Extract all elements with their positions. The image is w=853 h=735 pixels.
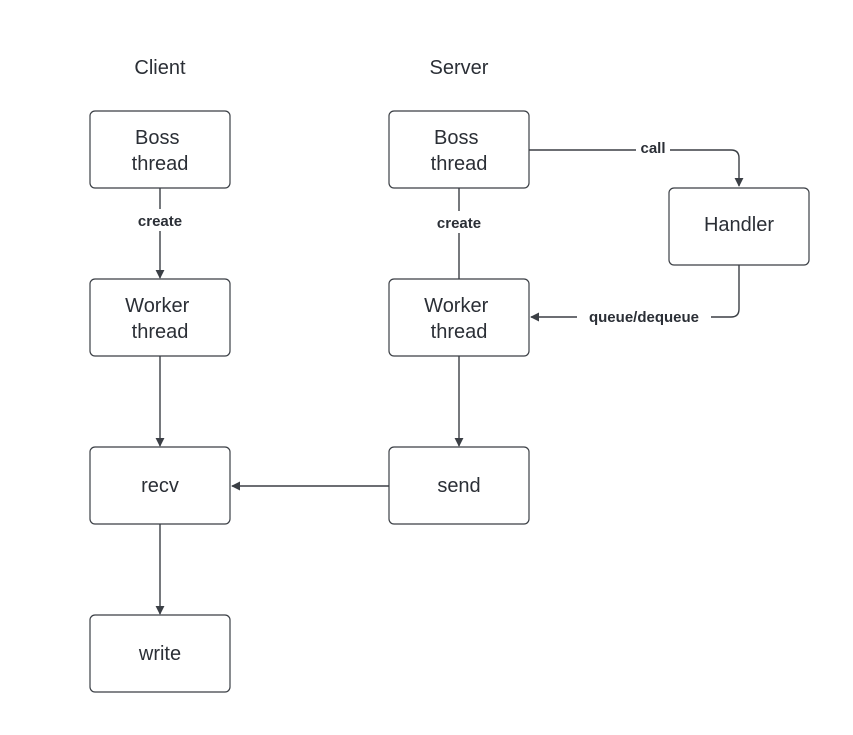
node-client-recv: recv [89, 446, 231, 525]
node-server-boss-line1: Boss [434, 127, 478, 149]
client-heading: Client [134, 57, 186, 79]
node-client-worker-line2: thread [132, 321, 189, 343]
svg-text:Boss thread: Boss thread [431, 127, 488, 175]
node-handler-line1: Handler [704, 214, 774, 236]
server-heading: Server [430, 57, 489, 79]
svg-text:Boss thread: Boss thread [132, 127, 189, 175]
node-client-write-line1: write [138, 643, 181, 665]
node-server-worker: Worker thread [388, 278, 530, 357]
node-client-boss-line1: Boss [135, 127, 179, 149]
node-client-recv-line1: recv [141, 475, 179, 497]
node-client-boss: Boss thread [89, 110, 231, 189]
node-client-boss-line2: thread [132, 153, 189, 175]
node-client-worker-line1: Worker [125, 295, 189, 317]
svg-text:Worker thread: Worker thread [424, 295, 494, 343]
edge-call [529, 149, 744, 187]
svg-text:write: write [138, 643, 181, 665]
edge-label-server-create: create [437, 215, 481, 232]
edge-label-client-create: create [138, 213, 182, 230]
node-server-boss: Boss thread [388, 110, 530, 189]
node-client-worker: Worker thread [89, 278, 231, 357]
svg-text:recv: recv [141, 475, 179, 497]
node-server-send: send [388, 446, 530, 525]
svg-text:Worker thread: Worker thread [125, 295, 195, 343]
edge-label-call: call [640, 140, 665, 157]
svg-text:send: send [437, 475, 480, 497]
edge-label-queue: queue/dequeue [589, 309, 699, 326]
node-handler: Handler [668, 187, 810, 266]
edges: create create call queue/dequeue [128, 139, 744, 615]
node-client-write: write [89, 614, 231, 693]
node-server-worker-line1: Worker [424, 295, 488, 317]
node-server-worker-line2: thread [431, 321, 488, 343]
node-server-boss-line2: thread [431, 153, 488, 175]
node-server-send-line1: send [437, 475, 480, 497]
edge-queue [530, 265, 740, 322]
svg-text:Handler: Handler [704, 214, 774, 236]
